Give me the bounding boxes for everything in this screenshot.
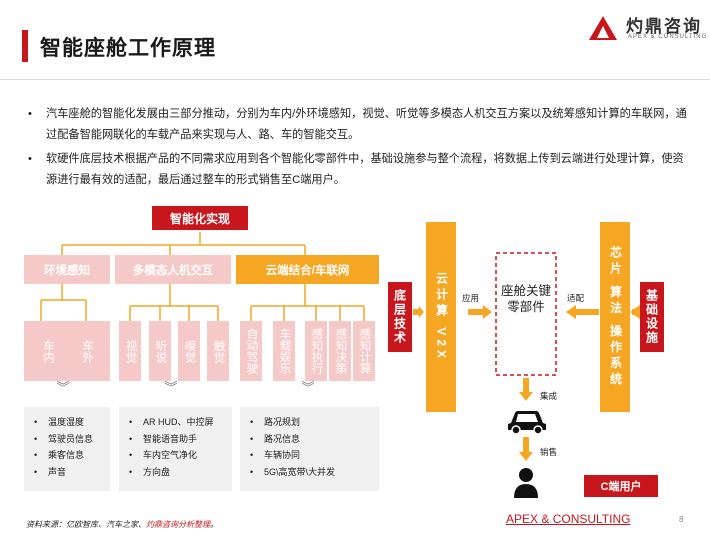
list-item: 智能语音助手 [129, 431, 232, 448]
source-note: 资料来源：亿欧智库、汽车之家、灼鼎咨询分析整理。 [26, 520, 218, 529]
env-item: 车内 [42, 339, 54, 363]
list-item: 驾驶员信息 [34, 431, 110, 448]
apply-label: 应用 [462, 293, 480, 303]
list-item: 路况信息 [250, 431, 379, 448]
cloud-item: 感知决策 [329, 321, 351, 381]
cloud-item: 车载娱乐 [273, 321, 295, 381]
header-divider [0, 79, 710, 80]
cloud-item: 感知执行 [305, 321, 327, 381]
intelligence-realization-box: 智能化实现 [152, 206, 248, 230]
list-item: 声音 [34, 464, 110, 481]
hmi-item: 听说 [149, 321, 171, 381]
adapt-label: 适配 [567, 293, 585, 303]
footer-brand: APEX & CONSULTING [506, 512, 631, 526]
list-item: AR HUD、中控屏 [129, 414, 232, 431]
bullet-list: 汽车座舱的智能化发展由三部分推动，分别为车内/外环境感知，视觉、听觉等多模态人机… [28, 104, 688, 194]
env-items-box: 车内 车外 [24, 321, 110, 381]
cloud-item: 感知计算 [353, 321, 375, 381]
sell-label: 销售 [540, 447, 558, 457]
title-accent-bar [22, 30, 28, 62]
integrate-label: 集成 [540, 391, 558, 401]
hmi-item: 视觉 [119, 321, 141, 381]
hmi-list: AR HUD、中控屏 智能语音助手 车内空气净化 方向盘 [119, 407, 232, 491]
chevron-down-icon: ︾ [164, 380, 178, 395]
env-item: 车外 [81, 339, 93, 363]
bullet-item: 软硬件底层技术根据产品的不同需求应用到各个智能化零部件中，基础设施参与整个流程，… [28, 149, 688, 191]
chevron-down-icon: ︾ [56, 380, 70, 395]
logo-subtext: APEX & CONSULTING [628, 34, 708, 40]
category-cloud-iov: 云端结合/车联网 [236, 255, 379, 284]
bullet-item: 汽车座舱的智能化发展由三部分推动，分别为车内/外环境感知，视觉、听觉等多模态人机… [28, 104, 688, 146]
list-item: 温度湿度 [34, 414, 110, 431]
page-number: 8 [679, 515, 684, 524]
list-item: 车内空气净化 [129, 447, 232, 464]
category-env-sensing: 环境感知 [24, 255, 110, 284]
logo-text: 灼鼎咨询 [626, 17, 702, 36]
list-item: 方向盘 [129, 464, 232, 481]
car-icon [508, 411, 546, 435]
cloud-list: 路况规划 路况信息 车辆协同 5G\高宽带\大并发 [240, 407, 379, 491]
list-item: 5G\高宽带\大并发 [250, 464, 379, 481]
bottom-tech-box: 底层技术 [388, 282, 412, 352]
chips-algorithms-os-box: 芯片 算法 操作系统 [600, 222, 630, 412]
c-user-box: C端用户 [584, 475, 658, 497]
page-title: 智能座舱工作原理 [40, 37, 216, 60]
hmi-item: 触觉 [207, 321, 229, 381]
logo-triangle-icon [589, 16, 617, 40]
infrastructure-box: 基础设施 [640, 282, 664, 352]
core-components-label: 座舱关键零部件 [500, 284, 551, 314]
user-icon [514, 468, 538, 498]
hmi-item: 嗅觉 [178, 321, 200, 381]
cloud-v2x-box: 云计算 V2X [426, 222, 456, 412]
chevron-down-icon: ︾ [301, 380, 315, 395]
env-list: 温度湿度 驾驶员信息 乘客信息 声音 [24, 407, 110, 491]
cloud-item: 自动驾驶 [240, 321, 262, 381]
category-multimodal-hmi: 多模态人机交互 [115, 255, 231, 284]
list-item: 路况规划 [250, 414, 379, 431]
list-item: 乘客信息 [34, 447, 110, 464]
list-item: 车辆协同 [250, 447, 379, 464]
